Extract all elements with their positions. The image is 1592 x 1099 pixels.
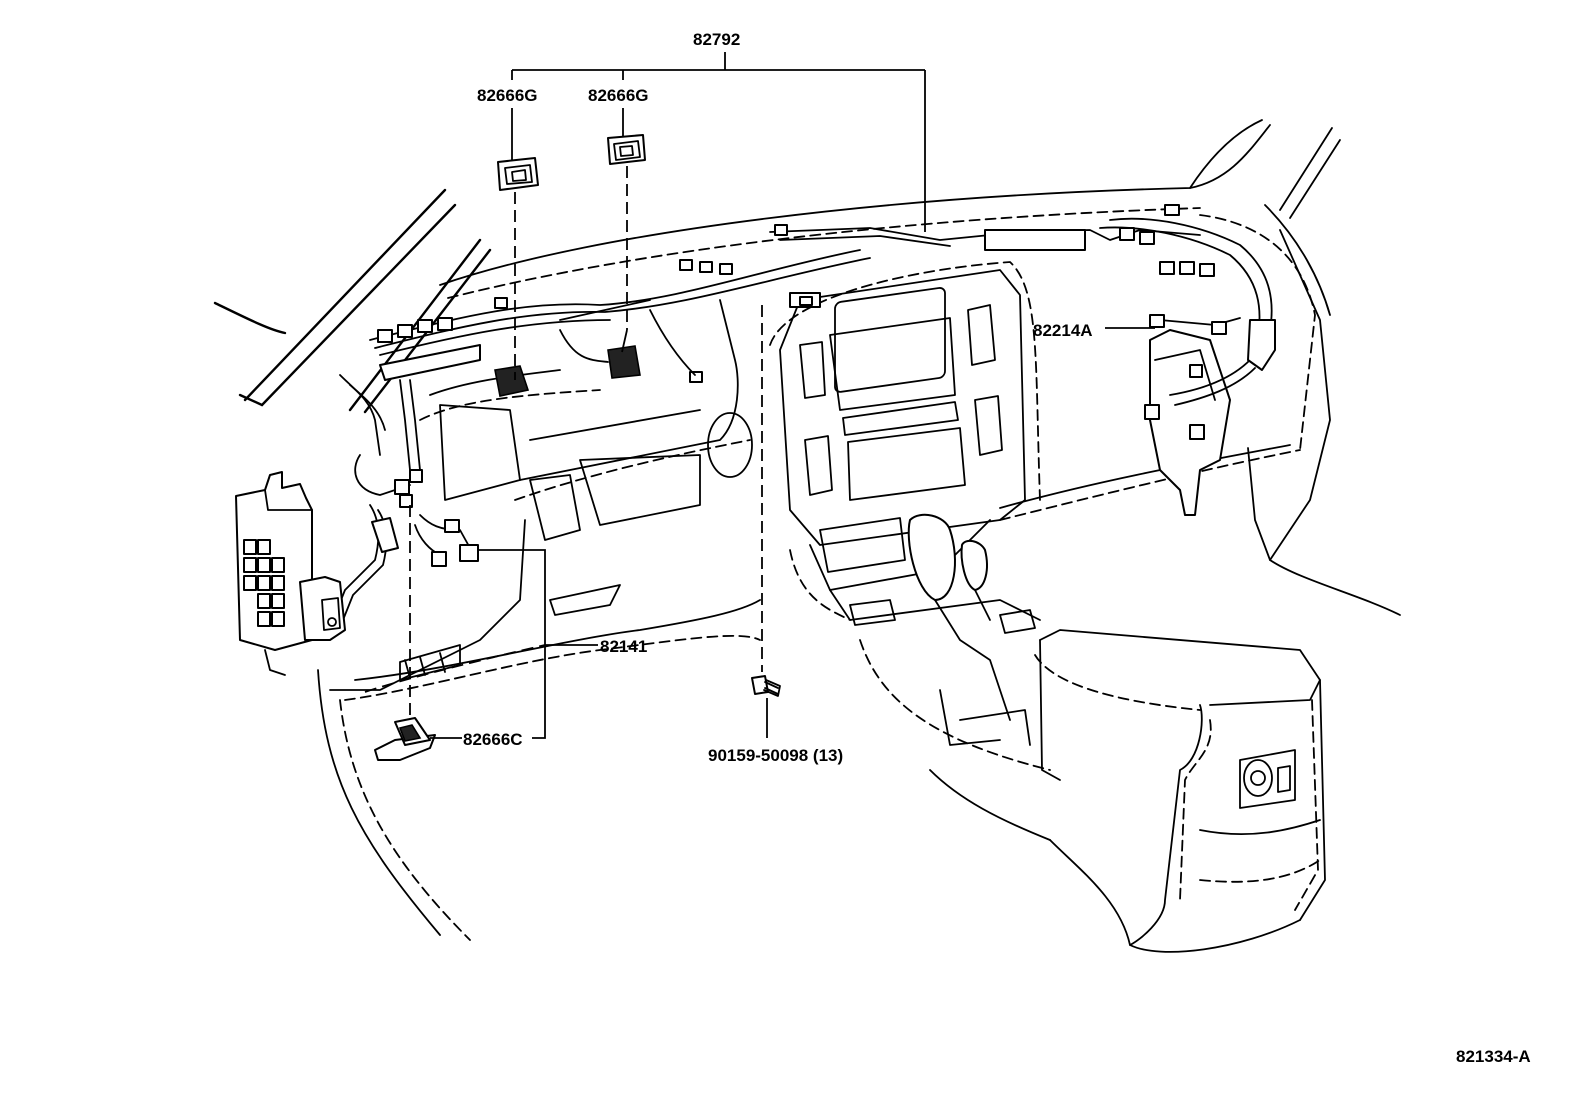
label-82666c: 82666C bbox=[463, 730, 523, 749]
leader-lines bbox=[364, 52, 1155, 739]
center-console bbox=[769, 261, 1326, 953]
right-side-ecu bbox=[1144, 314, 1276, 516]
connector-82666g-left bbox=[497, 157, 539, 191]
label-82666g-left: 82666G bbox=[477, 86, 538, 105]
bolt-90159 bbox=[751, 675, 781, 697]
label-82792: 82792 bbox=[693, 30, 740, 49]
label-bolt: 90159-50098 (13) bbox=[708, 746, 843, 765]
label-82666g-right: 82666G bbox=[588, 86, 649, 105]
wire-harness-82792 bbox=[334, 204, 1273, 621]
junction-block-left bbox=[235, 471, 346, 676]
label-82214a: 82214A bbox=[1033, 321, 1093, 340]
dashboard-outline bbox=[213, 119, 1401, 941]
connector-82666c bbox=[374, 717, 436, 761]
figure-code: 821334-A bbox=[1456, 1047, 1531, 1066]
label-82141: 82141 bbox=[600, 637, 647, 656]
connector-82666g-right bbox=[607, 134, 646, 165]
